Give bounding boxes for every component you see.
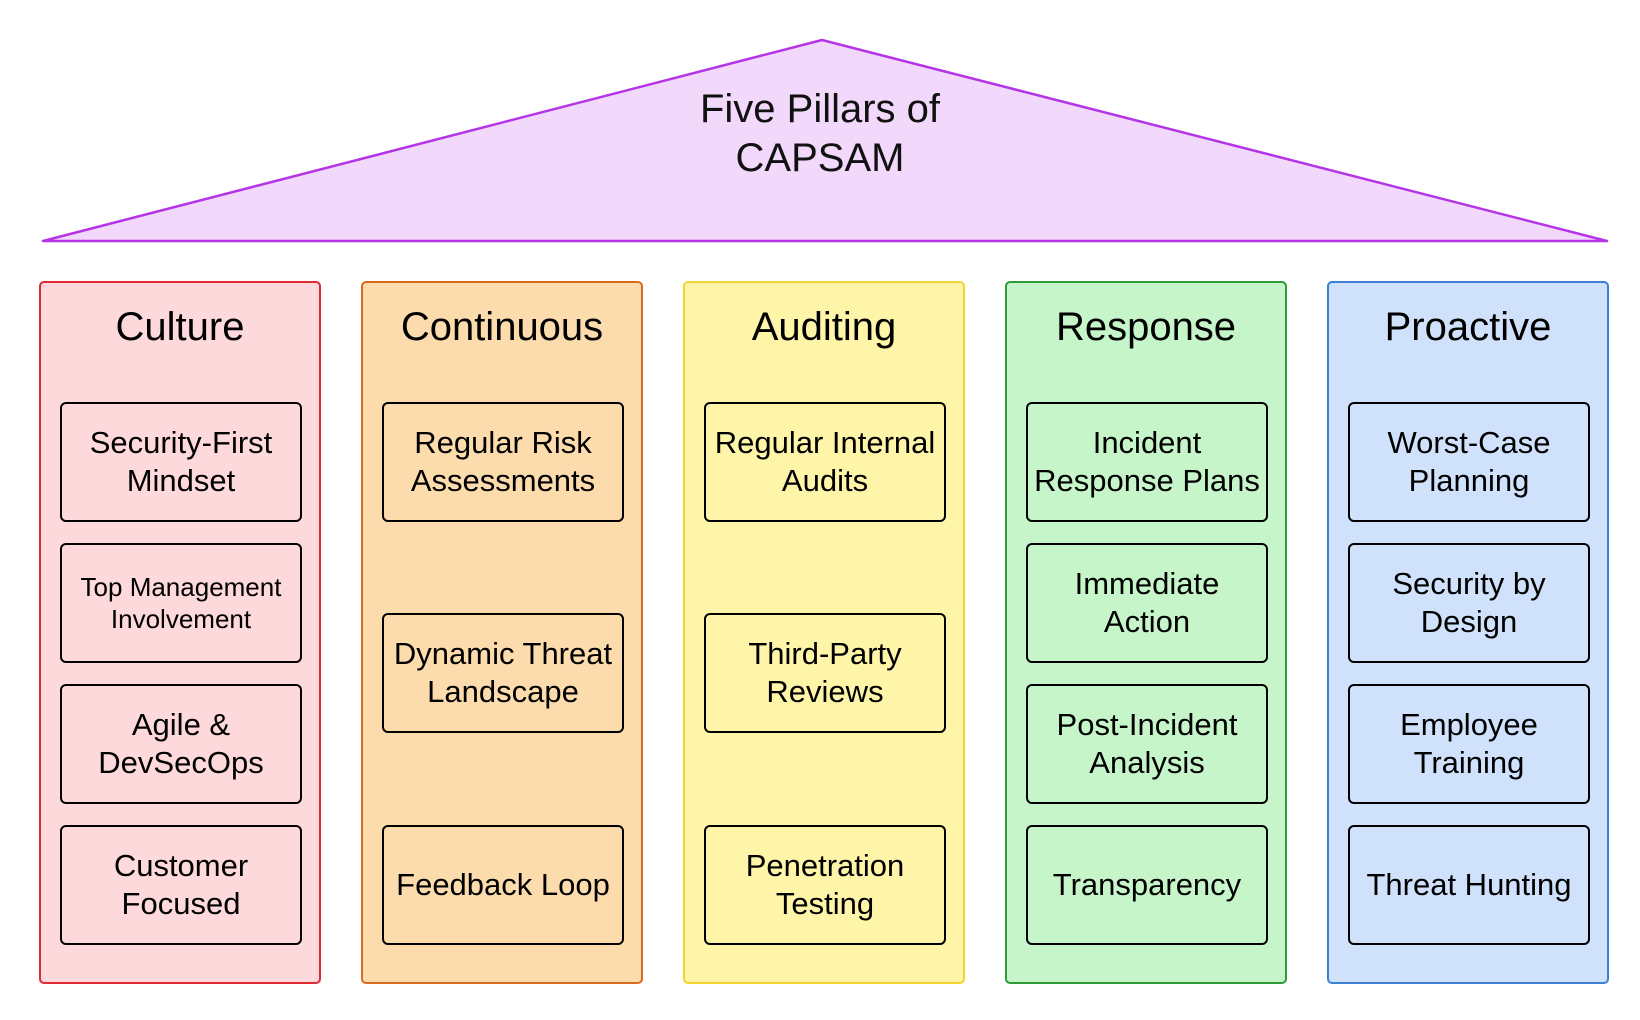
item-line: Customer bbox=[113, 848, 249, 883]
item-line: DevSecOps bbox=[98, 745, 264, 780]
roof-title-line2: CAPSAM bbox=[735, 136, 905, 180]
item-line: Design bbox=[1420, 604, 1518, 639]
pillar-title: Continuous bbox=[400, 305, 604, 349]
item-line: Audits bbox=[781, 463, 869, 498]
item-line: Training bbox=[1413, 745, 1525, 780]
pillar-item-threat-hunting: Threat Hunting bbox=[1348, 825, 1590, 945]
pillar-title: Culture bbox=[115, 305, 245, 349]
item-line: Action bbox=[1103, 604, 1191, 639]
roof-triangle bbox=[41, 38, 1609, 243]
item-line: Dynamic Threat bbox=[393, 636, 613, 671]
item-line: Analysis bbox=[1089, 745, 1205, 780]
pillar-title: Auditing bbox=[751, 305, 897, 349]
item-line: Mindset bbox=[126, 463, 236, 498]
item-line: Response Plans bbox=[1034, 463, 1260, 498]
roof-title-line1: Five Pillars of bbox=[699, 87, 941, 131]
item-line: Security-First bbox=[89, 425, 273, 460]
pillar-item-feedback-loop: Feedback Loop bbox=[382, 825, 624, 945]
item-line: Landscape bbox=[427, 674, 579, 709]
item-line: Agile & bbox=[131, 707, 231, 742]
item-line: Third-Party bbox=[748, 636, 902, 671]
item-line: Testing bbox=[775, 886, 875, 921]
item-line: Employee bbox=[1400, 707, 1538, 742]
item-line: Involvement bbox=[110, 604, 252, 634]
item-line: Incident bbox=[1092, 425, 1202, 460]
item-line: Regular Internal bbox=[714, 425, 936, 460]
item-line: Planning bbox=[1408, 463, 1530, 498]
pillar-title: Proactive bbox=[1384, 305, 1552, 349]
item-line: Assessments bbox=[410, 463, 596, 498]
item-line: Focused bbox=[121, 886, 241, 921]
item-line: Worst-Case bbox=[1387, 425, 1551, 460]
item-line: Security by bbox=[1392, 566, 1546, 601]
item-line: Reviews bbox=[766, 674, 884, 709]
pillar-title: Response bbox=[1055, 305, 1237, 349]
pillar-item-transparency: Transparency bbox=[1026, 825, 1268, 945]
item-line: Post-Incident bbox=[1056, 707, 1238, 742]
roof-title: Five Pillars of CAPSAM bbox=[620, 85, 1020, 183]
item-line: Regular Risk bbox=[414, 425, 592, 460]
item-line: Transparency bbox=[1052, 867, 1242, 902]
item-line: Top Management bbox=[80, 572, 282, 602]
item-line: Immediate bbox=[1074, 566, 1220, 601]
item-line: Feedback Loop bbox=[396, 867, 610, 902]
item-line: Threat Hunting bbox=[1366, 867, 1572, 902]
item-line: Penetration bbox=[745, 848, 905, 883]
pillar-item-agile-devsecops: Agile &DevSecOps bbox=[60, 684, 302, 804]
